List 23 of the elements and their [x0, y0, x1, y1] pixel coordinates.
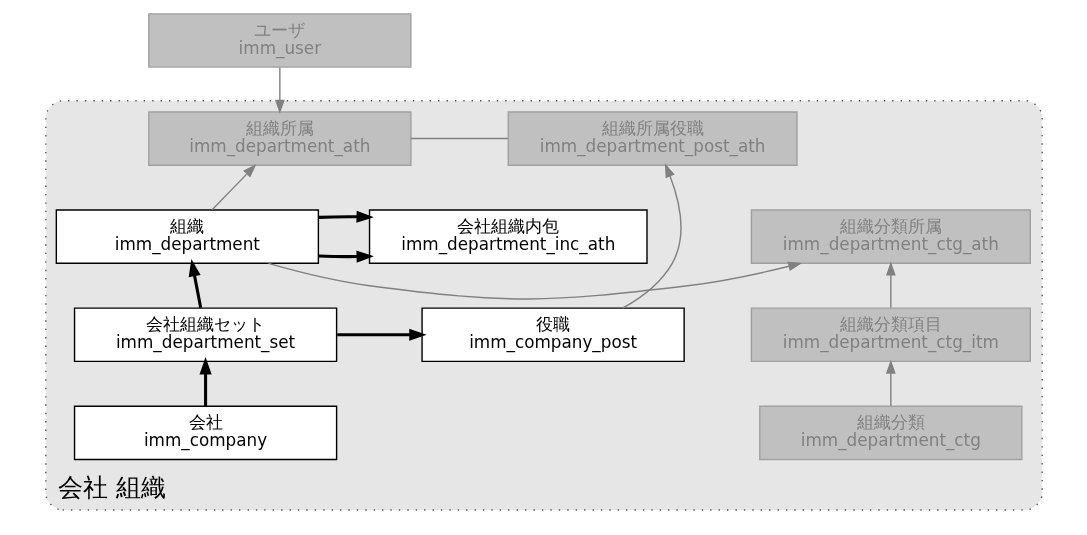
- node-box: 役職 imm_company_post: [420, 307, 685, 363]
- connector: [409, 137, 509, 140]
- node-box: 会社 imm_company: [73, 405, 337, 461]
- arrow: [885, 261, 896, 309]
- node-box: 組織所属役職 imm_department_post_ath: [507, 111, 798, 166]
- arrow: [267, 261, 802, 300]
- node-box: 組織分類所属 imm_department_ctg_ath: [750, 209, 1031, 264]
- node-box: ユーザ imm_user: [147, 13, 412, 68]
- arrow: [199, 357, 212, 406]
- node-box: 組織所属 imm_department_ath: [147, 111, 412, 166]
- node-box: 組織 imm_department: [55, 209, 319, 264]
- arrow: [621, 163, 682, 309]
- arrow: [885, 359, 896, 407]
- arrow: [336, 328, 427, 341]
- node-box: 組織分類項目 imm_department_ctg_itm: [750, 307, 1031, 363]
- node-box: 組織分類 imm_department_ctg: [758, 405, 1023, 461]
- node-box: 会社組織セット imm_department_set: [73, 307, 337, 363]
- arrow: [318, 210, 374, 223]
- arrow: [274, 66, 285, 114]
- node-box: 会社組織内包 imm_department_inc_ath: [368, 209, 648, 264]
- arrow: [210, 164, 256, 211]
- arrow: [188, 259, 202, 309]
- arrow: [318, 250, 374, 263]
